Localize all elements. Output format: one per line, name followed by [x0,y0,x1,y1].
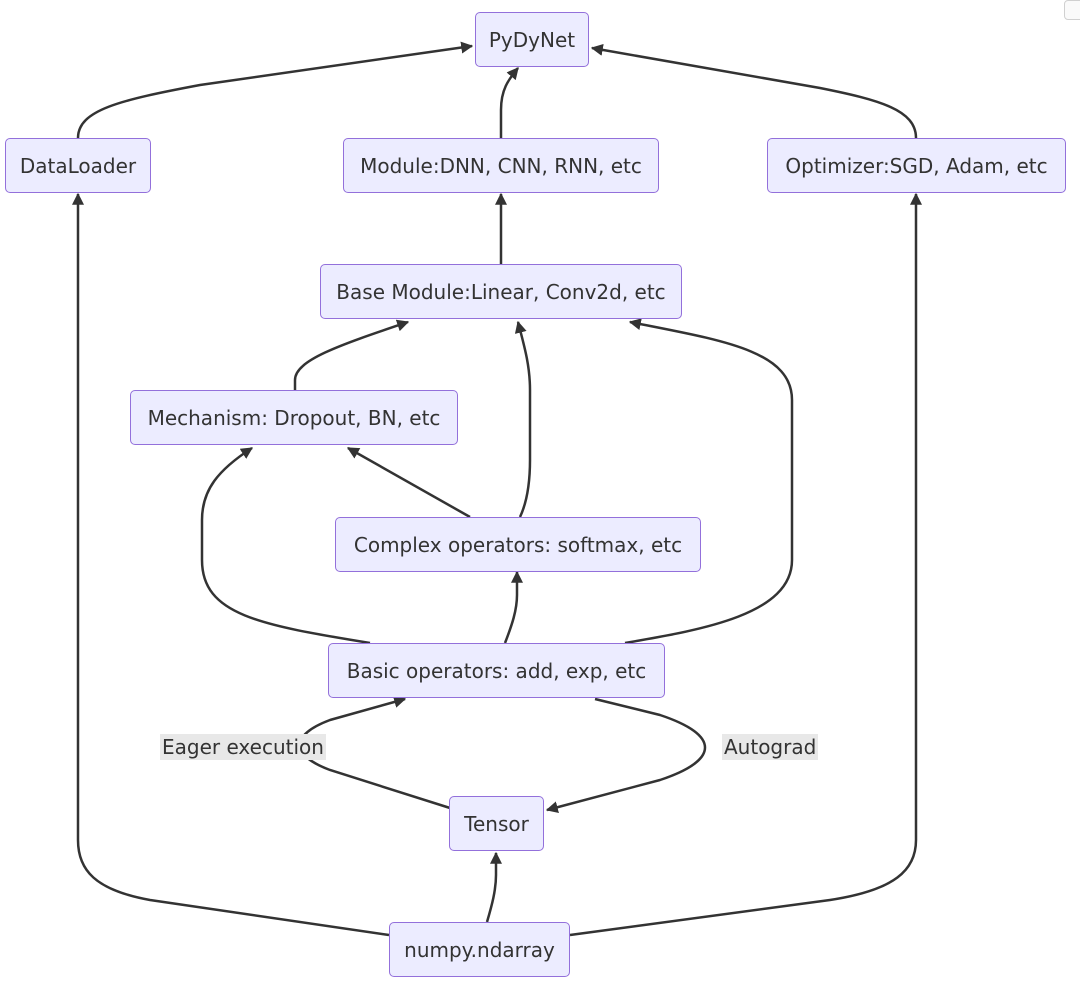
node-complex-operators: Complex operators: softmax, etc [335,517,701,572]
node-optimizer: Optimizer:SGD, Adam, etc [767,138,1066,193]
edge-ndarray-to-dataloader [72,192,390,937]
edge-label-autograd: Autograd [722,734,819,760]
edge-ndarray-to-optimizer [569,192,922,937]
edge-label-eager-execution: Eager execution [160,734,326,760]
window-corner-widget [1064,0,1080,20]
edge-basic-to-mechanism [200,446,371,645]
node-pydynet: PyDyNet [475,12,589,67]
edge-module-to-pydynet [499,67,519,138]
node-mechanism: Mechanism: Dropout, BN, etc [130,390,458,445]
edge-optimizer-to-pydynet [590,43,918,139]
edge-basic-to-tensor [545,697,706,814]
edge-basic-to-complex [503,570,523,644]
node-base-module: Base Module:Linear, Conv2d, etc [320,264,682,319]
node-dataloader: DataLoader [5,138,151,193]
edge-dataloader-to-pydynet [76,41,474,139]
edge-complex-to-mechanism [346,446,471,519]
edge-basic-to-base [624,318,794,645]
edge-mechanism-to-base [293,319,410,390]
node-module: Module:DNN, CNN, RNN, etc [343,138,659,193]
node-numpy-ndarray: numpy.ndarray [389,922,570,977]
node-basic-operators: Basic operators: add, exp, etc [328,643,665,698]
edge-ndarray-to-tensor [485,851,502,923]
edge-complex-to-base [514,320,532,518]
node-tensor: Tensor [449,796,544,851]
